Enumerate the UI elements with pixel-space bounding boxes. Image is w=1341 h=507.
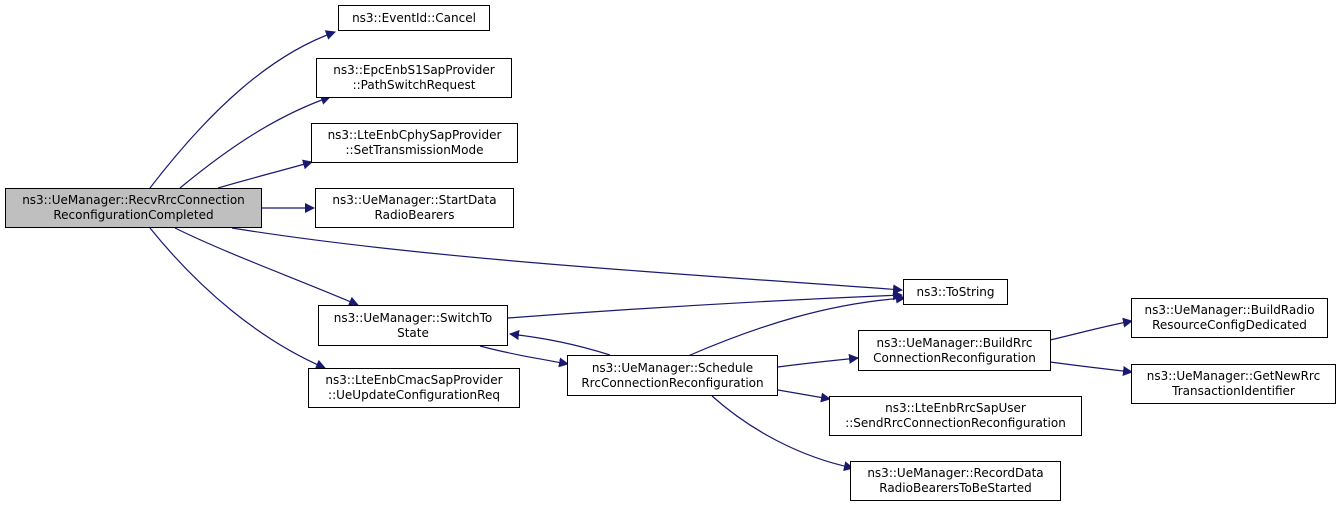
node-build-radio-resource-config-dedicated[interactable]: ns3::UeManager::BuildRadio ResourceConfi…	[1131, 298, 1328, 338]
node-switch-to-state[interactable]: ns3::UeManager::SwitchTo State	[318, 305, 508, 346]
node-recv-rrc-connection-reconfiguration-completed: ns3::UeManager::RecvRrcConnection Reconf…	[5, 188, 262, 228]
edge-schedule-rrc-to-switch-to-state	[509, 330, 611, 356]
node-label-line: ConnectionReconfiguration	[873, 350, 1036, 365]
node-label-line: ns3::UeManager::GetNewRrc	[1146, 369, 1321, 383]
node-build-rrc-connection-reconfiguration[interactable]: ns3::UeManager::BuildRrc ConnectionRecon…	[858, 330, 1051, 371]
node-label-line: ns3::EpcEnbS1SapProvider	[333, 63, 495, 77]
node-path-switch-request[interactable]: ns3::EpcEnbS1SapProvider ::PathSwitchReq…	[316, 58, 512, 98]
node-label-line: ns3::LteEnbRrcSapUser	[885, 401, 1026, 415]
node-label-line: ::SetTransmissionMode	[345, 143, 484, 157]
node-label-line: TransactionIdentifier	[1172, 384, 1295, 398]
edge-root-to-path-switch	[179, 95, 331, 189]
node-label-line: ns3::LteEnbCphySapProvider	[327, 128, 502, 142]
node-to-string[interactable]: ns3::ToString	[903, 279, 1008, 305]
node-label-line: ns3::UeManager::Schedule	[591, 360, 754, 375]
node-label-line: ResourceConfigDedicated	[1152, 318, 1307, 332]
edge-schedule-rrc-to-to-string	[687, 293, 906, 357]
node-label-line: ReconfigurationCompleted	[53, 208, 214, 222]
node-label-line: RadioBearers	[374, 208, 455, 222]
node-ue-update-configuration-req[interactable]: ns3::LteEnbCmacSapProvider ::UeUpdateCon…	[308, 368, 520, 408]
node-get-new-rrc-transaction-identifier[interactable]: ns3::UeManager::GetNewRrc TransactionIde…	[1131, 364, 1336, 404]
node-set-transmission-mode[interactable]: ns3::LteEnbCphySapProvider ::SetTransmis…	[311, 123, 518, 163]
node-label-line: State	[397, 325, 429, 340]
node-event-id-cancel[interactable]: ns3::EventId::Cancel	[338, 5, 490, 31]
edge-build-rrc-to-build-radio-res	[1049, 317, 1133, 341]
node-record-data-radio-bearers-to-be-started[interactable]: ns3::UeManager::RecordData RadioBearersT…	[850, 461, 1061, 501]
node-label-line: ns3::EventId::Cancel	[352, 10, 476, 25]
node-label-line: ::UeUpdateConfigurationReq	[328, 388, 500, 402]
edge-switch-to-state-to-to-string	[507, 290, 903, 319]
node-label-line: ns3::ToString	[916, 284, 995, 299]
node-start-data-radio-bearers[interactable]: ns3::UeManager::StartData RadioBearers	[315, 188, 514, 228]
node-label-line: RrcConnectionReconfiguration	[581, 375, 764, 390]
edge-build-rrc-to-get-new-rrc-tid	[1049, 361, 1133, 376]
node-schedule-rrc-connection-reconfiguration[interactable]: ns3::UeManager::Schedule RrcConnectionRe…	[567, 355, 778, 396]
edge-root-to-ue-update-cfg	[149, 227, 326, 370]
node-label-line: ns3::LteEnbCmacSapProvider	[325, 373, 503, 387]
edge-root-to-set-tx-mode	[217, 159, 313, 189]
edge-root-to-switch-to-state	[174, 227, 359, 307]
node-label-line: ns3::UeManager::RecvRrcConnection	[22, 193, 245, 207]
node-label-line: ::SendRrcConnectionReconfiguration	[845, 416, 1066, 430]
node-label-line: ns3::UeManager::RecordData	[867, 466, 1044, 480]
edge-schedule-rrc-to-build-rrc	[777, 353, 859, 368]
node-label-line: ns3::UeManager::BuildRadio	[1144, 303, 1315, 317]
node-label-line: ::PathSwitchRequest	[352, 78, 476, 92]
edge-root-to-to-string	[231, 227, 903, 295]
edge-schedule-rrc-to-send-rrc	[777, 389, 831, 403]
node-send-rrc-connection-reconfiguration[interactable]: ns3::LteEnbRrcSapUser ::SendRrcConnectio…	[829, 396, 1082, 436]
node-label-line: RadioBearersToBeStarted	[879, 481, 1032, 495]
edge-schedule-rrc-to-record-data-rb	[711, 395, 854, 472]
node-label-line: ns3::UeManager::SwitchTo	[333, 310, 493, 325]
edge-root-to-event-cancel	[149, 30, 336, 189]
node-label-line: ns3::UeManager::StartData	[332, 193, 497, 207]
node-label-line: ns3::UeManager::BuildRrc	[876, 335, 1033, 350]
edge-switch-to-state-to-schedule-rrc	[479, 345, 569, 368]
